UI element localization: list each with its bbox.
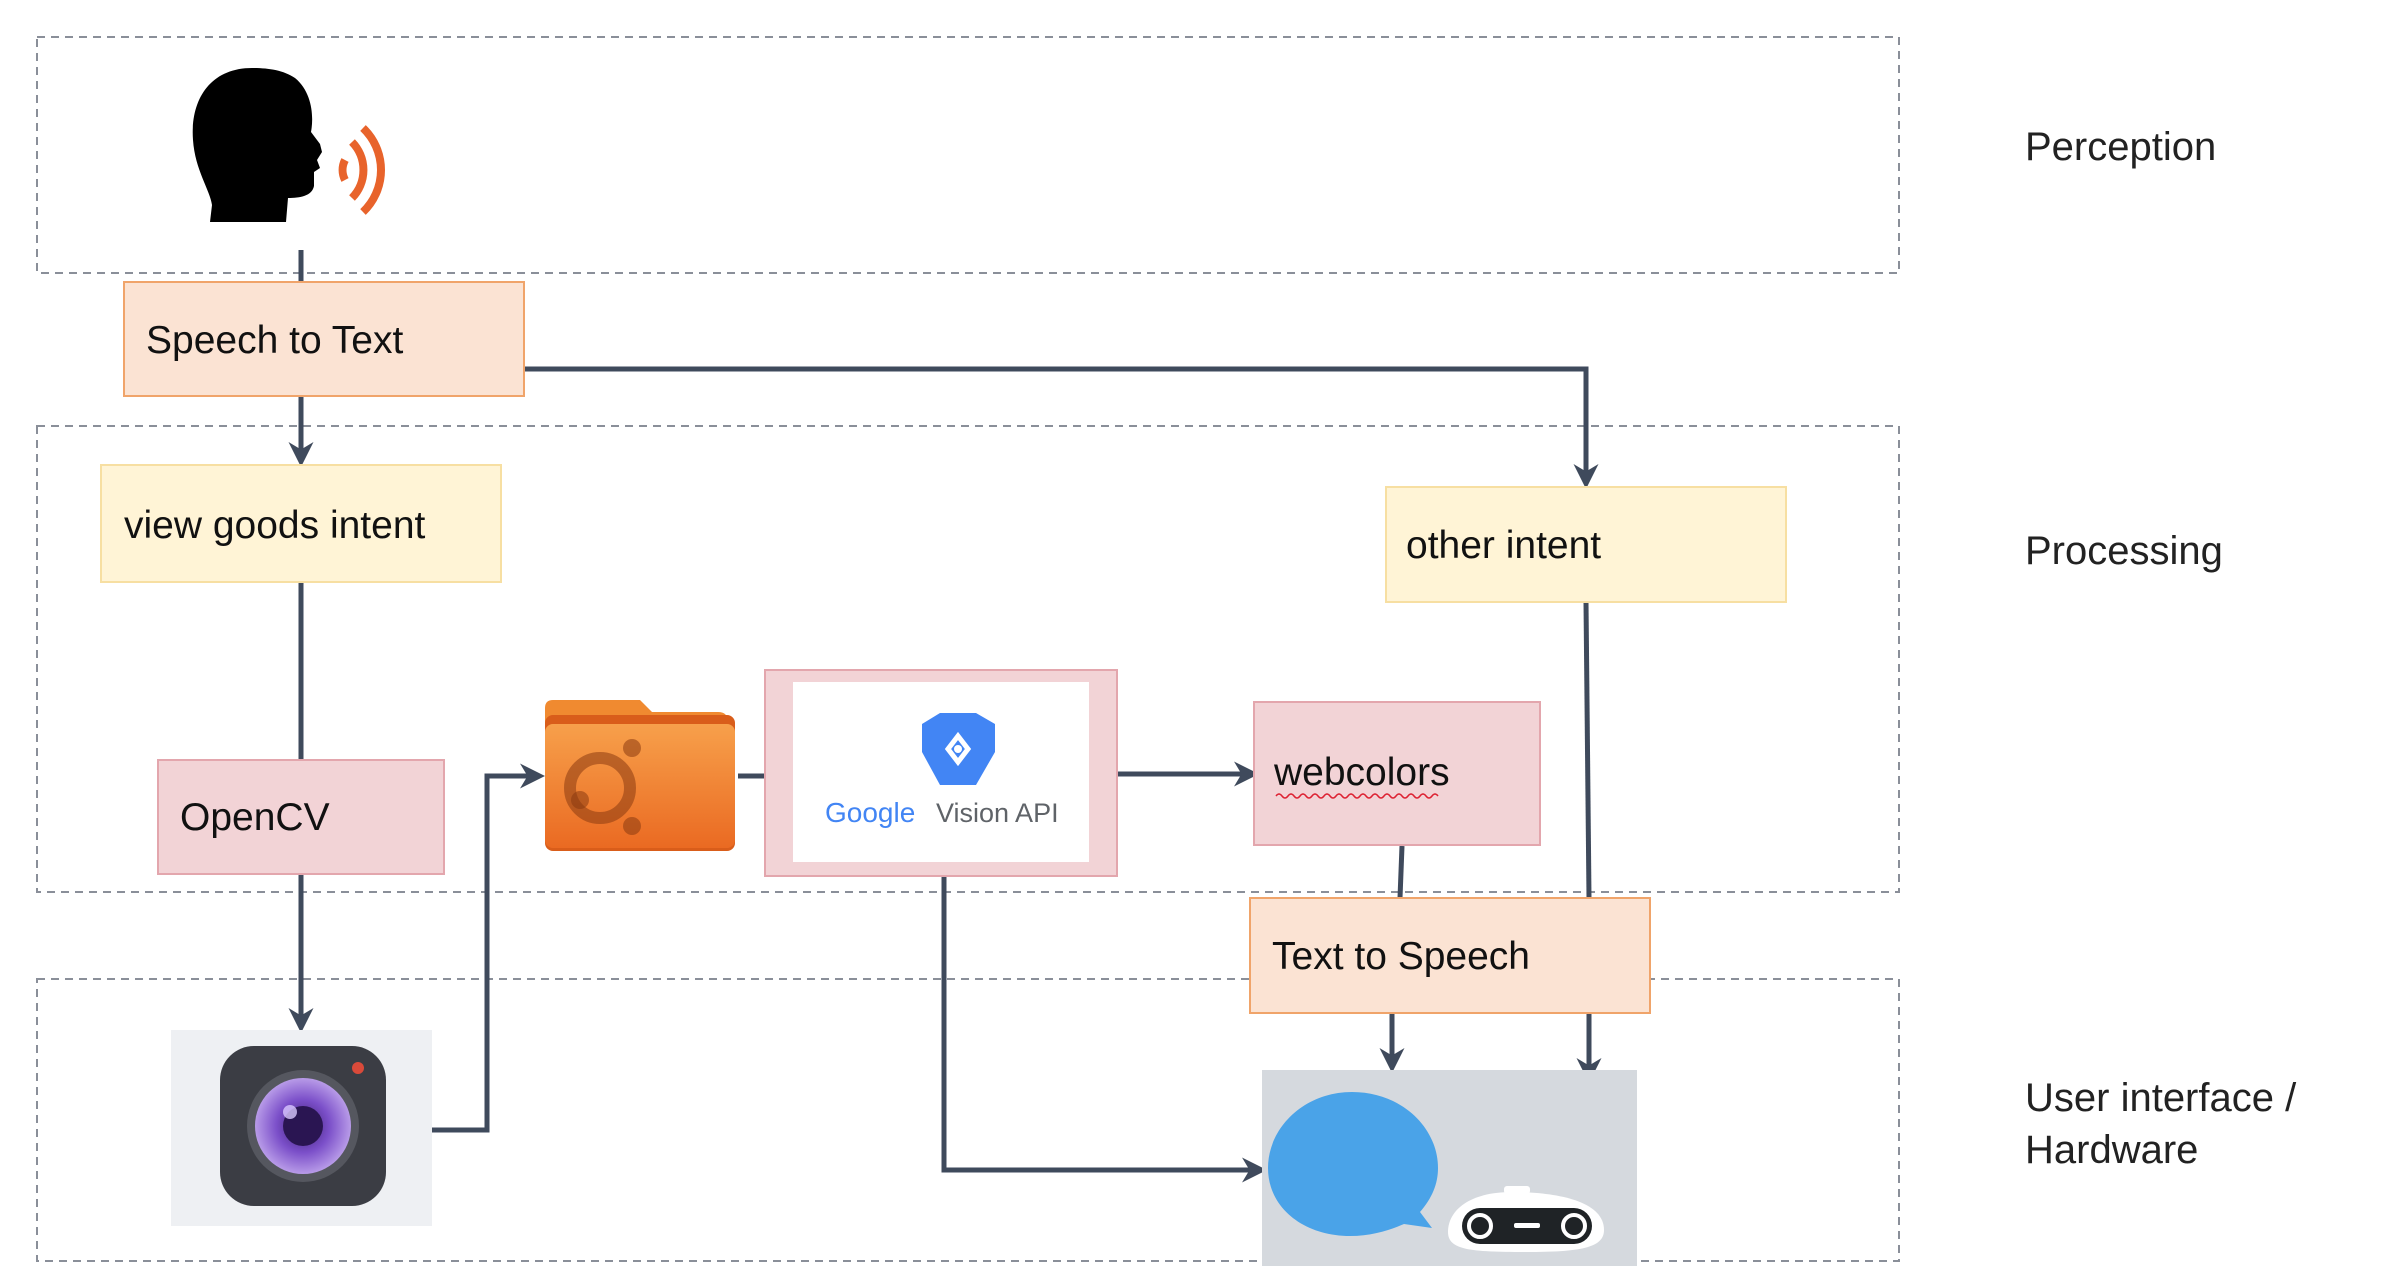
robot-icon <box>1448 1186 1604 1252</box>
vision-to-robot-arrow <box>941 868 1267 1183</box>
processing-layer <box>36 425 1900 893</box>
vision-api-label: Vision API <box>936 798 1059 828</box>
other-intent-node: other intent <box>1385 486 1787 603</box>
google-wordmark: Google <box>825 797 915 828</box>
webcolors-to-tts-connector <box>1397 845 1405 899</box>
other-intent-to-tts-connector <box>1583 601 1592 899</box>
google-cloud-vision-icon <box>922 713 995 785</box>
opencv-label: OpenCV <box>180 796 330 839</box>
view-goods-intent-label: view goods intent <box>124 504 426 547</box>
perception-layer <box>36 36 1900 274</box>
processing-label: Processing <box>2025 529 2223 573</box>
ui-hardware-label-line2: Hardware <box>2025 1128 2199 1172</box>
text-to-speech-label: Text to Speech <box>1272 935 1530 978</box>
view-goods-intent-node: view goods intent <box>100 464 502 583</box>
opencv-node: OpenCV <box>157 759 445 875</box>
chat-bubble-icon <box>1268 1092 1438 1236</box>
speaking-head-icon <box>192 68 385 222</box>
camera-to-folder-arrow <box>432 763 545 1133</box>
google-vision-node: Google Vision API <box>764 669 1118 877</box>
text-to-speech-node: Text to Speech <box>1249 897 1651 1014</box>
ui-hardware-layer <box>36 978 1900 1262</box>
ui-hardware-label: User interface / Hardware <box>2025 1072 2296 1176</box>
camera-icon <box>171 1030 432 1226</box>
perception-label: Perception <box>2025 125 2217 169</box>
speech-to-text-label: Speech to Text <box>146 319 403 362</box>
speech-to-other-intent-arrow <box>524 366 1599 489</box>
spellcheck-underline <box>1275 793 1439 799</box>
folder-icon <box>545 700 735 851</box>
chat-robot-output <box>1262 1070 1637 1266</box>
speech-to-text-node: Speech to Text <box>123 281 525 397</box>
connectors <box>288 250 1602 1183</box>
other-intent-label: other intent <box>1406 524 1601 567</box>
ui-hardware-label-line1: User interface / <box>2025 1076 2297 1120</box>
webcolors-node: webcolors <box>1253 701 1541 846</box>
webcolors-label: webcolors <box>1273 751 1450 794</box>
